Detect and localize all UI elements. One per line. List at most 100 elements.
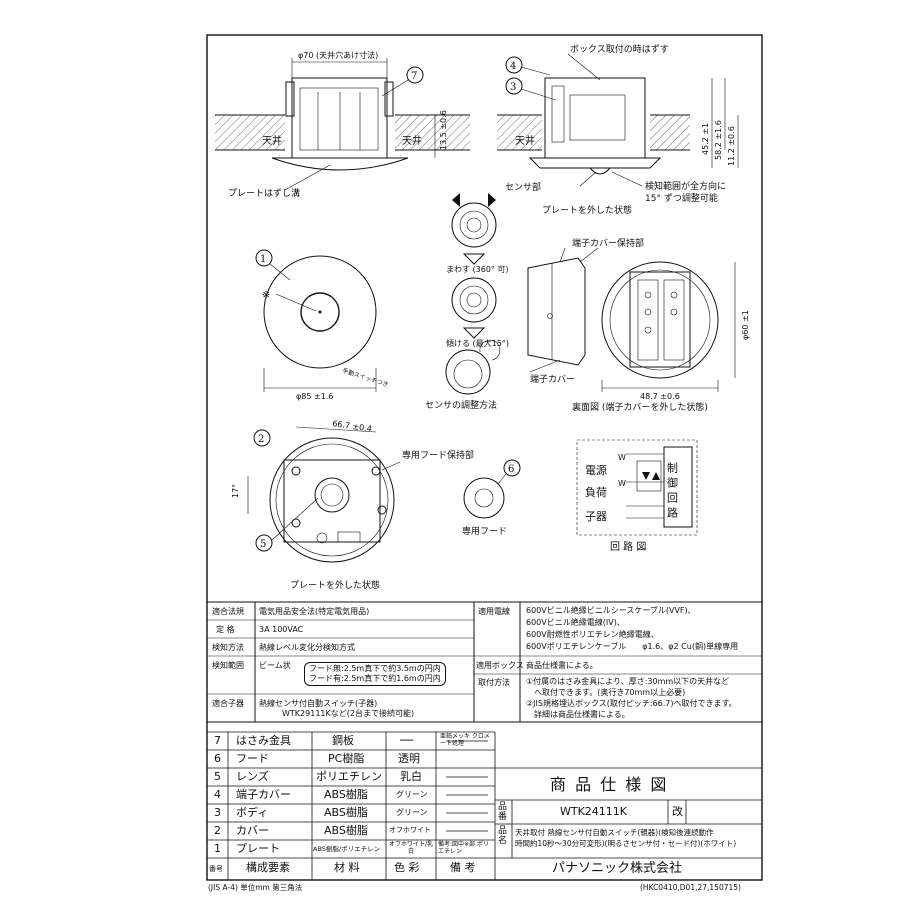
part-mat-5: ポリエチレン — [316, 770, 382, 783]
part-note-7: 亜鉛メッキ クロメート処理 — [440, 733, 490, 747]
cable-4: 600Vポリエチレンケーブル φ1.6、φ2 Cu(銅)単線専用 — [526, 642, 739, 651]
dim-60: φ60 ±1 — [741, 310, 750, 340]
hdr-mat: 材 料 — [334, 861, 360, 874]
dim-hole: φ70 (天井穴あけ寸法) — [298, 50, 378, 60]
part-color-2: オフホワイト — [389, 826, 431, 834]
ceiling-label-right: 天井 — [402, 134, 422, 147]
spec-key-mount: 取付方法 — [478, 678, 510, 687]
footer-left: (JIS A-4) 単位mm 第三角法 — [208, 883, 303, 892]
plate-groove-note: プレートはずし溝 — [228, 187, 300, 199]
part-name-2: カバー — [236, 824, 269, 837]
circuit-power: 電源 — [585, 463, 607, 477]
sensor-adjust-title: センサの調整方法 — [425, 399, 497, 411]
dim-48: 48.7 ±0.6 — [640, 392, 680, 401]
circuit-load: 負荷 — [585, 486, 607, 499]
plate-removed-label: プレートを外した状態 — [542, 204, 632, 216]
part-mat-2: ABS樹脂 — [324, 824, 368, 837]
cover-hold-label: 端子カバー保持部 — [572, 237, 644, 249]
cable-1: 600Vビニル絶縁ビニルシースケーブル(VVF)、 — [526, 606, 696, 615]
hdr-color: 色 彩 — [394, 861, 420, 874]
dim-diameter-85: φ85 ±1.6 — [296, 392, 333, 401]
dim-height-left: 13.5 ±0.6 — [439, 110, 448, 150]
hinmei-line-2: 時間約10秒〜30分可変形)(明るさセンサ付・セード付)(ホワイト) — [515, 839, 737, 848]
cable-3: 600V耐燃性ポリエチレン絶縁電線、 — [526, 630, 659, 639]
terminal-cover-label: 端子カバー — [530, 373, 575, 385]
part-no-4: 4 — [214, 788, 221, 801]
mount-4: 詳細は商品仕様書による。 — [526, 710, 630, 719]
polyethylene-mark: ※ — [262, 290, 270, 301]
mount-1: ①付属のはさみ金具により、厚さ:30mm以下の天井など — [526, 677, 730, 686]
part-no-5: 5 — [214, 770, 221, 783]
part-no-2: 2 — [214, 824, 221, 837]
spec-key-range: 検知範囲 — [212, 661, 244, 670]
spec-key-rating: 定 格 — [216, 625, 235, 634]
box-mount-note: ボックス取付の時はずす — [570, 44, 669, 55]
part-no-7: 7 — [214, 734, 221, 747]
part-mat-1: ABS樹脂/ポリエチレン — [313, 845, 381, 853]
back-view — [601, 261, 736, 392]
circuit-title: 回 路 図 — [610, 540, 646, 553]
part-color-7: ── — [400, 734, 414, 747]
detect-note-1: 検知範囲が全方向に — [645, 180, 726, 192]
hinban-value: WTK24111K — [560, 805, 628, 818]
sensor-label: センサ部 — [505, 181, 541, 193]
part-mat-4: ABS樹脂 — [324, 788, 368, 801]
part-no-1: 1 — [214, 842, 221, 855]
doc-title: 商 品 仕 様 図 — [550, 775, 669, 794]
part-no-3: 3 — [214, 806, 221, 819]
range-no-hood: フード無:2.5m真下で約3.5mの円内 — [309, 664, 441, 673]
dim-11: 11.2 ±0.6 — [727, 126, 736, 166]
part-color-3: グリーン — [396, 808, 428, 817]
spec-val-method: 熱線レベル変化分検知方式 — [259, 643, 355, 652]
callout-2: 2 — [258, 434, 264, 445]
circuit-w2: W — [618, 479, 626, 488]
hdr-no: 番号 — [209, 865, 223, 873]
part-color-6: 透明 — [398, 752, 420, 765]
callout-6: 6 — [508, 464, 514, 475]
callout-4: 4 — [510, 61, 516, 72]
range-with-hood: フード有:2.5m真下で約1.6mの円内 — [309, 674, 441, 683]
back-view-title: 裏面図 (端子カバーを外した状態) — [572, 401, 708, 413]
part-mat-6: PC樹脂 — [328, 752, 365, 765]
revision-label: 改 — [672, 805, 683, 818]
part-name-4: 端子カバー — [236, 788, 291, 801]
company-name: パナソニック株式会社 — [552, 861, 683, 876]
part-color-5: 乳白 — [400, 770, 422, 783]
hdr-note: 備 考 — [450, 861, 476, 874]
callout-7: 7 — [411, 71, 417, 82]
spec-table — [207, 601, 762, 723]
spec-val-box: 商品仕様書による。 — [526, 661, 598, 670]
dim-45: 45.2 ±1 — [701, 123, 710, 155]
part-name-6: フード — [236, 752, 269, 765]
callout-5: 5 — [260, 539, 266, 550]
spec-key-slave: 適合子器 — [212, 699, 244, 708]
spec-key-box: 適用ボックス — [476, 661, 524, 670]
plate-removed-title: プレートを外した状態 — [290, 579, 380, 591]
spec-val-rating: 3A 100VAC — [259, 625, 304, 634]
spec-val-slave-2: WTK29111Kなど(2台まで接続可能) — [282, 709, 415, 718]
spec-key-cable: 適用電線 — [478, 607, 510, 616]
cable-2: 600Vビニル絶縁電線(IV)、 — [526, 618, 625, 627]
part-no-6: 6 — [214, 752, 221, 765]
hinmei-label: 品名 — [498, 826, 508, 846]
terminal-cover — [527, 247, 599, 373]
side-view-left — [215, 58, 470, 191]
footer-right: (HKC0410,D01,27,150715) — [640, 883, 741, 892]
rotate-note: まわす (360° 可) — [446, 265, 509, 274]
front-view — [255, 249, 377, 392]
spec-val-law: 電気用品安全法(特定電気用品) — [259, 607, 370, 616]
dim-58: 58.2 ±1.6 — [714, 120, 723, 160]
part-name-7: はさみ金具 — [236, 734, 291, 747]
mount-3: ②JIS規格埋込ボックス(取付ピッチ:66.7)へ取付できます。 — [526, 699, 737, 708]
spec-key-method: 検知方法 — [212, 643, 244, 652]
part-name-3: ボディ — [236, 806, 269, 819]
callout-1: 1 — [260, 254, 266, 265]
callout-3: 3 — [510, 82, 516, 93]
hinban-label: 品番 — [498, 802, 508, 822]
part-note-1: 備考:図中※部 ポリエチレン — [438, 841, 489, 855]
part-color-4: グリーン — [396, 790, 428, 799]
plate-removed-view — [247, 426, 401, 563]
circuit-slave: 子器 — [585, 510, 607, 523]
spec-val-range: ビーム状 — [259, 661, 291, 670]
